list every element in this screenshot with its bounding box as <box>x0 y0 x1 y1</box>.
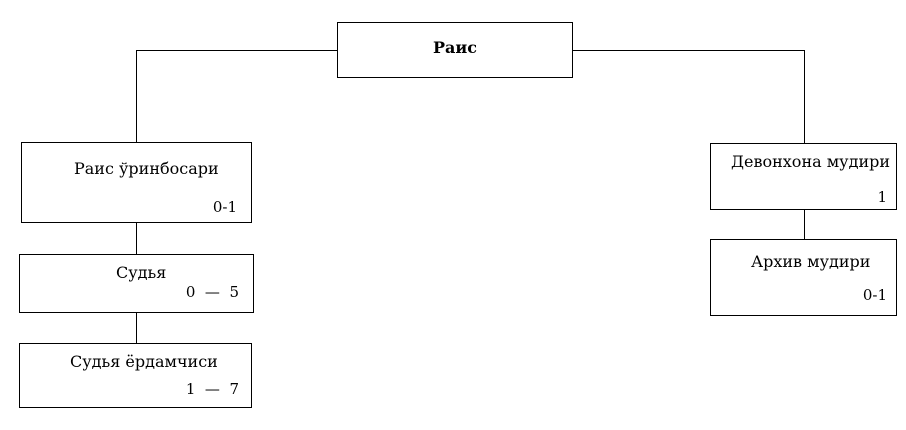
node-judge-assistant-title: Судья ёрдамчиси <box>70 352 218 371</box>
node-judge-assistant-count: 1 — 7 <box>185 380 239 398</box>
node-judge-assistant: Судья ёрдамчиси 1 — 7 <box>19 343 252 408</box>
node-chancellery-head-title: Девонхона мудири <box>731 152 891 171</box>
root-node-title: Раис <box>432 38 477 57</box>
connector-root-right-horizontal <box>573 50 804 51</box>
connector-right-1-2 <box>804 210 805 239</box>
node-chancellery-head: Девонхона мудири 1 <box>710 143 897 210</box>
node-archive-head-title: Архив мудири <box>751 252 871 271</box>
connector-root-left-vertical <box>136 50 137 142</box>
connector-left-2-3 <box>136 313 137 343</box>
node-judge-title: Судья <box>116 263 167 282</box>
connector-left-1-2 <box>136 223 137 254</box>
node-archive-head-count: 0-1 <box>862 286 887 304</box>
root-node: Раис <box>337 22 573 78</box>
node-deputy-chairman-title: Раис ўринбосари <box>74 159 219 178</box>
connector-root-right-vertical <box>804 50 805 143</box>
node-chancellery-head-count: 1 <box>877 188 887 206</box>
node-deputy-chairman-count: 0-1 <box>212 198 237 216</box>
node-archive-head: Архив мудири 0-1 <box>710 239 897 316</box>
node-judge: Судья 0 — 5 <box>19 254 254 313</box>
node-deputy-chairman: Раис ўринбосари 0-1 <box>21 142 252 223</box>
node-judge-count: 0 — 5 <box>185 283 239 301</box>
connector-root-left-horizontal <box>136 50 337 51</box>
